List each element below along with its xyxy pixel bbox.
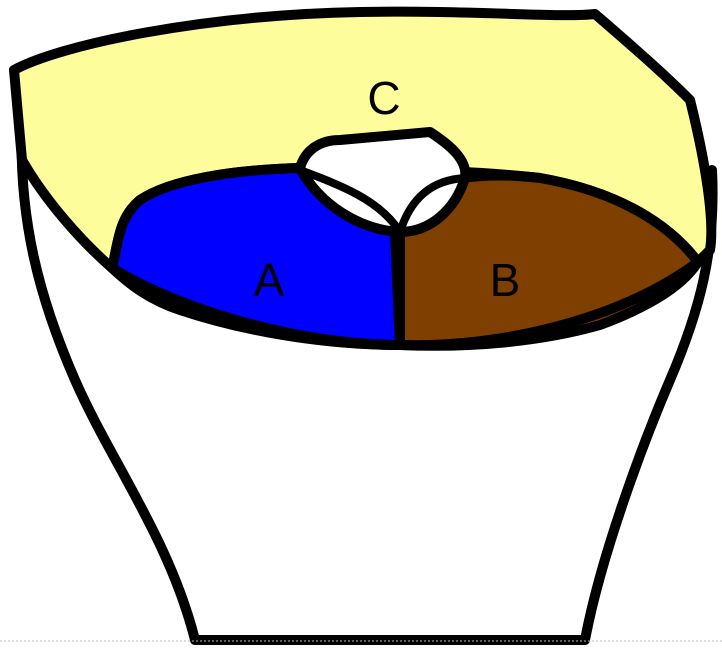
label-c: C — [367, 72, 400, 124]
label-b: B — [490, 254, 521, 306]
label-a: A — [254, 254, 285, 306]
